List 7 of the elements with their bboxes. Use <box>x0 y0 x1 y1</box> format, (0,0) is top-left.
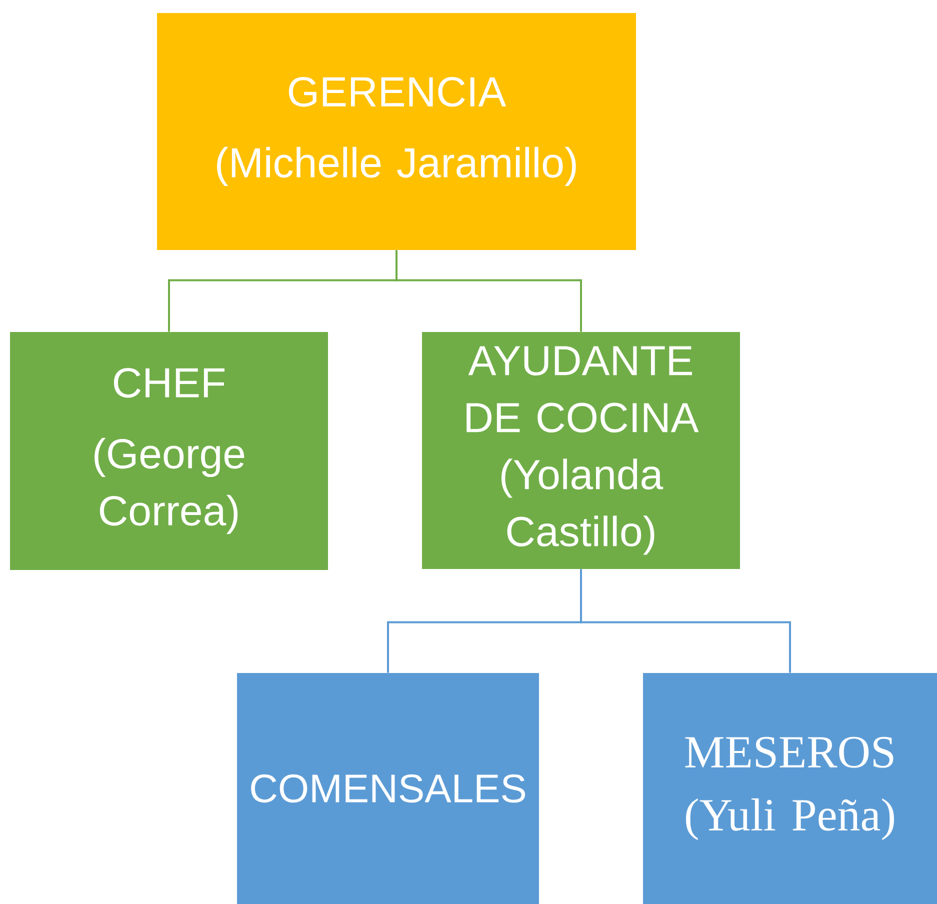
connector-line <box>396 250 582 332</box>
org-box: CHEF (George Correa) <box>10 332 328 570</box>
org-box: GERENCIA (Michelle Jaramillo) <box>157 13 636 250</box>
org-box: AYUDANTE DE COCINA (Yolanda Castillo) <box>422 332 740 569</box>
org-box: COMENSALES <box>237 673 539 904</box>
connector-line <box>580 569 791 673</box>
org-box: MESEROS (Yuli Peña) <box>643 673 937 904</box>
